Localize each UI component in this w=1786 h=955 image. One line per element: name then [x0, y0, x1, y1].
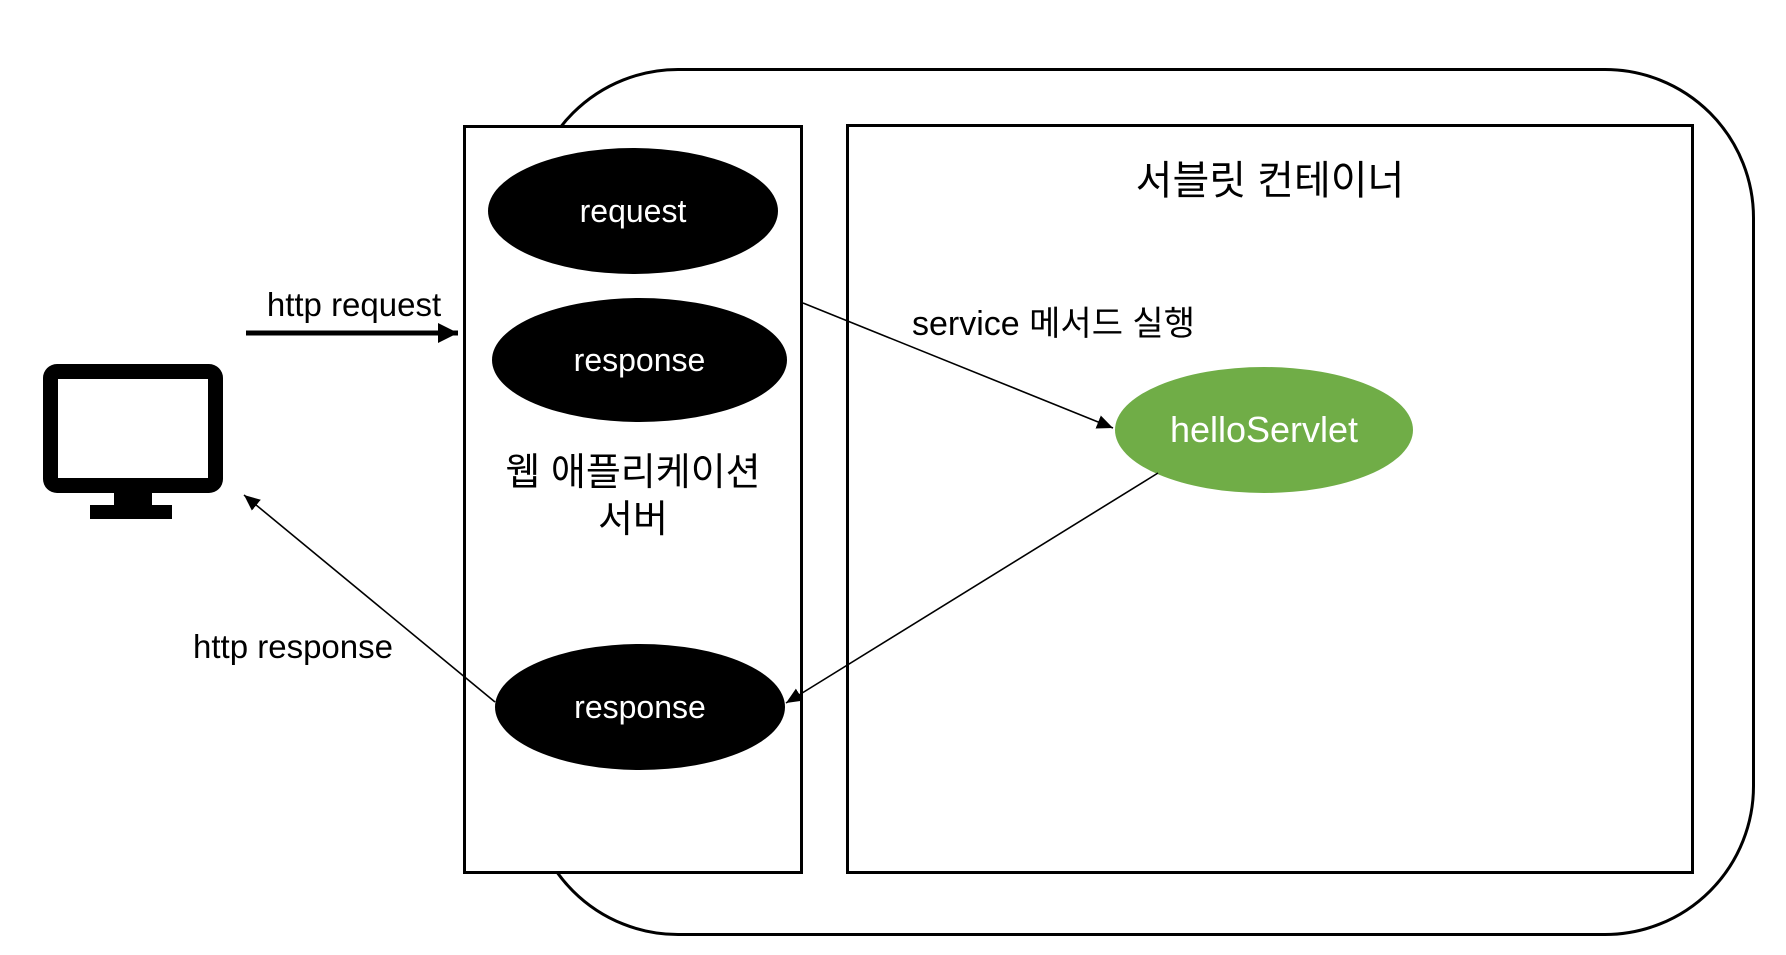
hello-servlet-label: helloServlet [1169, 409, 1359, 450]
monitor-stand-neck [114, 491, 152, 507]
request-ellipse-label: request [579, 192, 687, 229]
response-ellipse-label: response [573, 341, 706, 378]
servlet-container-title: 서블릿 컨테이너 [1135, 159, 1405, 203]
request-ellipse: request [488, 148, 778, 274]
servlet-container-box [846, 124, 1694, 874]
monitor-screen [43, 364, 223, 493]
web-application-server-label: 웹 애플리케이션 서버 [463, 450, 803, 544]
web-application-server-label-line2: 서버 [598, 499, 668, 541]
hello-servlet-ellipse: helloServlet [1115, 367, 1413, 493]
service-method-label: service 메서드 실행 [912, 305, 1195, 343]
http-request-label: http request [266, 286, 442, 323]
response-ellipse: response [492, 298, 787, 422]
response-bottom-ellipse-label: response [574, 688, 706, 725]
response-bottom-ellipse: response [495, 644, 785, 770]
http-response-label: http response [193, 628, 393, 665]
http-response-arrow [243, 494, 496, 703]
web-application-server-label-line1: 웹 애플리케이션 [505, 452, 761, 494]
monitor-stand-base [90, 505, 172, 519]
